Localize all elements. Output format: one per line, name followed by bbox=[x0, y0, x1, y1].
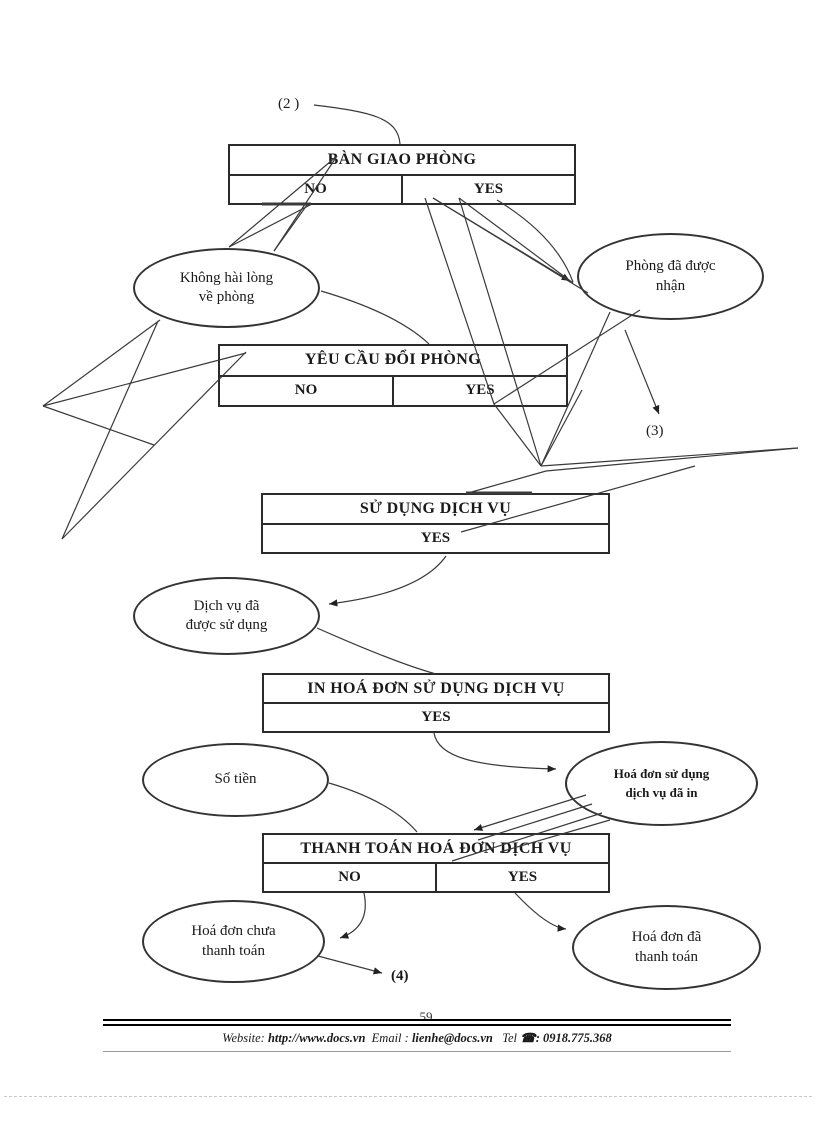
ellipse-text-line1: Số tiền bbox=[214, 771, 257, 788]
ref-label-2: (2 ) bbox=[278, 96, 300, 112]
ellipse-text-line1: Dịch vụ đã bbox=[193, 597, 260, 614]
flow-box-thanh-toan: THANH TOÁN HOÁ ĐƠN DỊCH VỤ NO YES bbox=[262, 833, 610, 893]
ellipse-text-line2: được sử dụng bbox=[185, 617, 268, 633]
ellipse-text-line2: thanh toán bbox=[635, 948, 698, 965]
ellipse-text-line1: Hoá đơn sử dụng bbox=[613, 765, 710, 781]
flow-box-title: BÀN GIAO PHÒNG bbox=[230, 146, 574, 176]
ellipse-phong-da-duoc-nhan: Phòng đã được nhận bbox=[577, 233, 764, 320]
ellipse-dich-vu-da-su-dung: Dịch vụ đã được sử dụng bbox=[133, 577, 320, 655]
flow-box-title: SỬ DỤNG DỊCH VỤ bbox=[263, 495, 608, 525]
flow-box-no-cell: NO bbox=[264, 864, 437, 891]
ellipse-text-line2: thanh toán bbox=[202, 942, 265, 959]
ellipse-khong-hai-long: Không hài lòng về phòng bbox=[133, 248, 320, 328]
flow-box-title: THANH TOÁN HOÁ ĐƠN DỊCH VỤ bbox=[264, 835, 608, 864]
footer-website-label: Website: bbox=[222, 1031, 265, 1045]
ref-label-4: (4) bbox=[391, 968, 409, 984]
connector-yes-to-dichvudasudung bbox=[316, 555, 447, 675]
footer-email-address: lienhe@docs.vn bbox=[411, 1031, 493, 1045]
flow-box-in-hoa-don: IN HOÁ ĐƠN SỬ DỤNG DỊCH VỤ YES bbox=[262, 673, 610, 733]
flow-box-no-cell: NO bbox=[230, 175, 403, 203]
page-bottom-dashed-edge bbox=[4, 1096, 812, 1097]
ellipse-hoa-don-da-in: Hoá đơn sử dụng dịch vụ đã in bbox=[565, 741, 758, 826]
footer-tel-label: Tel bbox=[502, 1031, 518, 1045]
flow-box-title: IN HOÁ ĐƠN SỬ DỤNG DỊCH VỤ bbox=[264, 675, 608, 704]
connector-ref2-to-bangiao bbox=[313, 104, 401, 145]
flow-box-yes-cell: YES bbox=[465, 382, 495, 399]
footer-email-label: Email : bbox=[371, 1031, 409, 1045]
ellipse-text-line1: Không hài lòng bbox=[179, 269, 274, 286]
phone-icon: ☎ bbox=[520, 1031, 536, 1045]
flow-box-yeu-cau-doi-phong: YÊU CẦU ĐỔI PHÒNG NO YES bbox=[218, 344, 568, 407]
ellipse-hoa-don-da-thanh-toan: Hoá đơn đã thanh toán bbox=[572, 905, 761, 990]
footer-phone-number: : 0918.775.368 bbox=[535, 1031, 612, 1045]
connector-thanhtoan-outputs bbox=[317, 892, 567, 975]
flow-box-ban-giao-phong: BÀN GIAO PHÒNG NO YES bbox=[228, 144, 576, 205]
ellipse-text-line1: Phòng đã được bbox=[625, 258, 716, 274]
flow-box-yes-cell: YES bbox=[421, 709, 451, 725]
ellipse-so-tien: Số tiền bbox=[142, 743, 329, 817]
ref-label-3: (3) bbox=[646, 423, 664, 439]
connector-yes-to-phongdanhan bbox=[424, 197, 589, 467]
flow-box-no-cell: NO bbox=[220, 376, 394, 405]
ellipse-text-line2: nhận bbox=[655, 277, 686, 294]
ellipse-text-line1: Hoá đơn chưa bbox=[191, 923, 276, 939]
footer-thin-rule bbox=[103, 1051, 731, 1052]
connector-inhoadon-to-hoadondain bbox=[328, 732, 557, 833]
flow-box-yes-cell: YES bbox=[507, 869, 538, 885]
footer-website-url: http://www.docs.vn bbox=[267, 1031, 366, 1045]
ellipse-text-line1: Hoá đơn đã bbox=[631, 929, 702, 945]
footer-contact-line: Website: http://www.docs.vn Email : lien… bbox=[103, 1030, 731, 1046]
ellipse-hoa-don-chua-thanh-toan: Hoá đơn chưa thanh toán bbox=[142, 900, 325, 983]
flow-box-su-dung-dich-vu: SỬ DỤNG DỊCH VỤ YES bbox=[261, 493, 610, 554]
footer-double-rule bbox=[103, 1019, 731, 1026]
ellipse-text-line2: dịch vụ đã in bbox=[625, 784, 698, 800]
flow-box-yes-cell: YES bbox=[420, 529, 451, 546]
flow-box-title: YÊU CẦU ĐỔI PHÒNG bbox=[220, 346, 566, 377]
flow-box-yes-cell: YES bbox=[473, 180, 504, 197]
ellipse-text-line2: về phòng bbox=[198, 289, 255, 305]
